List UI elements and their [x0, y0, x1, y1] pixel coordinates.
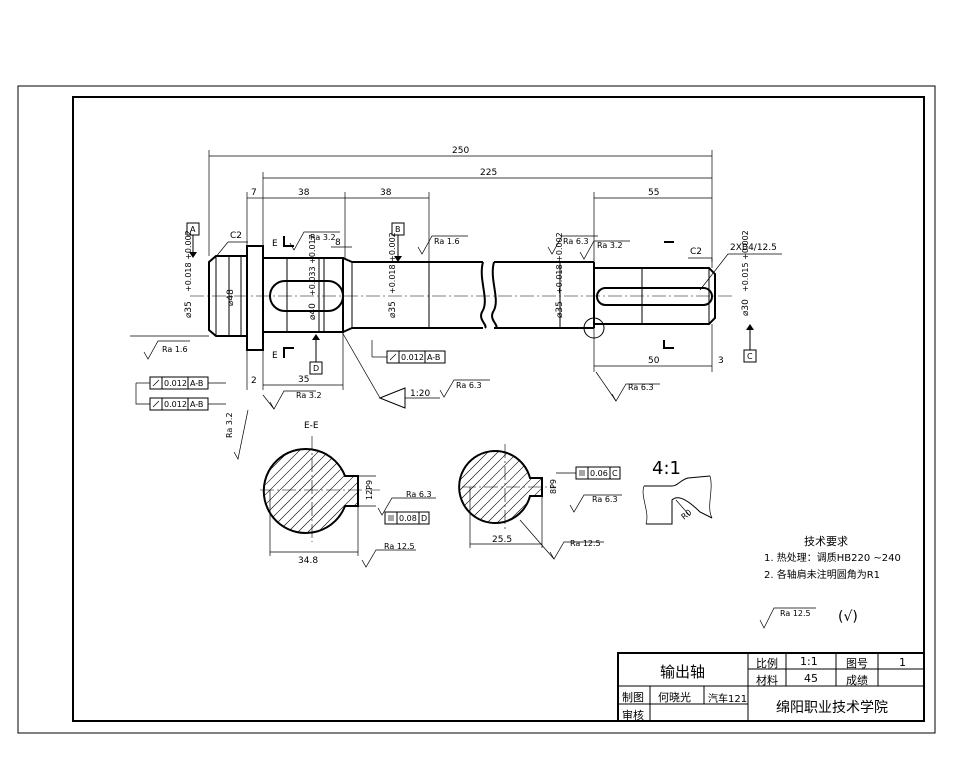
section-e-e-title: E-E — [304, 421, 319, 431]
datum-a: A — [190, 225, 196, 234]
tech-item-2: 2. 各轴肩未注明圆角为R1 — [764, 568, 880, 581]
tol-frame-3-value: 0.012 — [164, 400, 187, 409]
tol-frame-1-value: 0.012 — [401, 353, 424, 362]
dim-50: 50 — [648, 356, 660, 366]
ra-12-5-a: Ra 12.5 — [384, 542, 415, 551]
dim-2: 2 — [251, 376, 257, 386]
tol-frame-5-value: 0.06 — [590, 469, 608, 478]
ra-6-3-c: Ra 6.3 — [628, 383, 654, 392]
section-f: 25.5 8P9 Ra 6.3 0.06 C Ra 12.5 — [458, 444, 622, 560]
dim-34-8: 34.8 — [298, 556, 318, 566]
ra-12-5-b: Ra 12.5 — [570, 539, 601, 548]
dia-35-left: ⌀35 — [184, 301, 194, 318]
section-mark-e-bot: E — [272, 351, 278, 361]
section-e-e: E-E 34.8 12P9 — [260, 421, 436, 568]
ra-6-3-e: Ra 6.3 — [592, 495, 618, 504]
datum-markers: A B C D — [186, 222, 757, 375]
dim-250: 250 — [452, 146, 469, 156]
tol-frame-3-datum: A-B — [190, 400, 203, 409]
title-block — [617, 652, 925, 722]
shaft-main-view — [190, 245, 735, 351]
tol-frame-1-datum: A-B — [427, 353, 440, 362]
dim-38b: 38 — [380, 188, 392, 198]
ra-6-3-d: Ra 6.3 — [406, 490, 432, 499]
dim-225: 225 — [480, 168, 497, 178]
dim-3: 3 — [718, 356, 724, 366]
tol-30: +0.015 +0.002 — [741, 230, 750, 292]
dia-35-mid: ⌀35 — [388, 301, 398, 318]
chamfer-c2-right: C2 — [690, 247, 702, 257]
key-depth-f: 8P9 — [549, 479, 558, 494]
ra-6-3-a: Ra 6.3 — [563, 237, 589, 246]
detail-scale: 4:1 — [652, 458, 681, 479]
ra-12-5-general: Ra 12.5 — [780, 609, 811, 618]
dim-35: 35 — [298, 375, 309, 385]
key-depth-e: 12P9 — [365, 480, 374, 500]
tol-frame-2-datum: A-B — [190, 379, 203, 388]
tol-frame-5-datum: C — [612, 469, 618, 478]
dia-48: ⌀48 — [226, 289, 236, 306]
tol-frame-2-value: 0.012 — [164, 379, 187, 388]
dim-25-5: 25.5 — [492, 535, 512, 545]
tech-item-1: 1. 热处理：调质HB220 ~240 — [764, 551, 901, 564]
tech-title: 技术要求 — [804, 535, 848, 548]
tol-frame-4-datum: D — [421, 514, 427, 523]
dim-38a: 38 — [298, 188, 310, 198]
ra-3-2-c: Ra 3.2 — [296, 391, 322, 400]
ra-1-6-a: Ra 1.6 — [434, 237, 460, 246]
ra-3-2-d: Ra 3.2 — [225, 412, 234, 438]
datum-b: B — [395, 225, 401, 234]
chamfer-c2-left: C2 — [230, 231, 242, 241]
dim-7: 7 — [251, 188, 257, 198]
dia-35-right: ⌀35 — [555, 301, 565, 318]
tolerance-frames: 0.012 A-B 0.012 A-B 0.012 A-B — [135, 340, 446, 411]
dim-8: 8 — [335, 238, 341, 248]
dim-55: 55 — [648, 188, 659, 198]
ra-1-6-b: Ra 1.6 — [162, 345, 188, 354]
dia-40: ⌀40 — [308, 303, 318, 320]
rough-note: (√) — [838, 609, 858, 625]
tol-35-left: +0.018 +0.002 — [184, 230, 193, 292]
bottom-dimensions: 35 2 50 3 — [246, 324, 724, 390]
ra-6-3-b: Ra 6.3 — [456, 381, 482, 390]
thread-note: 2XB4/12.5 — [730, 243, 777, 253]
taper-1-20: 1:20 — [410, 389, 430, 399]
tech-requirements: 技术要求 1. 热处理：调质HB220 ~240 2. 各轴肩未注明圆角为R1 … — [759, 535, 901, 629]
tol-35-right: +0.018 +0.002 — [555, 232, 564, 294]
inner-frame — [72, 96, 925, 722]
top-dimensions: 250 225 7 38 38 8 55 — [208, 146, 713, 262]
outer-frame — [17, 85, 936, 734]
tol-40: +0.033 +0.017 — [308, 234, 317, 296]
ra-3-2-a: Ra 3.2 — [310, 233, 336, 242]
radius-note: R0 — [680, 508, 694, 522]
section-mark-e-top: E — [272, 239, 278, 249]
tol-35-mid: +0.018 +0.002 — [388, 232, 397, 294]
dia-30: ⌀30 — [741, 299, 751, 316]
datum-d: D — [313, 364, 319, 373]
detail-view: 4:1 R0 — [642, 458, 713, 525]
datum-c: C — [747, 352, 753, 361]
roughness-main: Ra 3.2 Ra 1.6 Ra 6.3 Ra 3.2 Ra 1.6 Ra 6.… — [130, 231, 660, 460]
diameter-labels: ⌀35 +0.018 +0.002 ⌀48 ⌀40 +0.033 +0.017 … — [184, 230, 751, 320]
ra-3-2-b: Ra 3.2 — [597, 241, 623, 250]
tol-frame-4-value: 0.08 — [399, 514, 417, 523]
